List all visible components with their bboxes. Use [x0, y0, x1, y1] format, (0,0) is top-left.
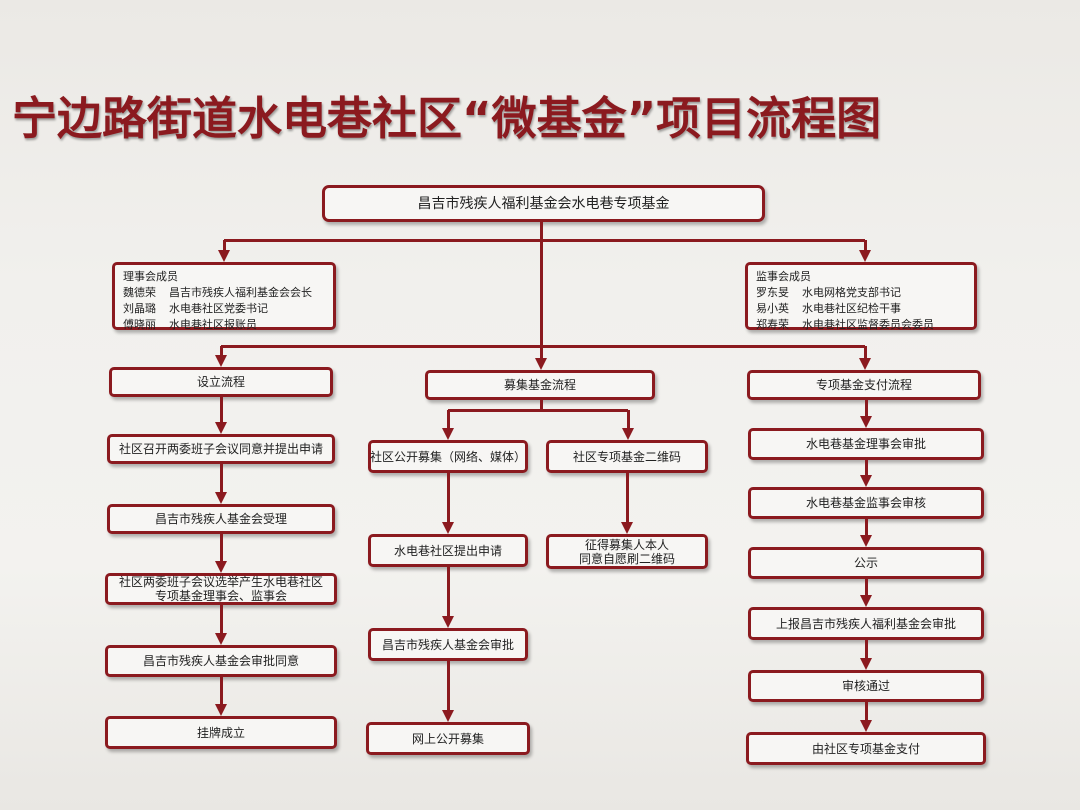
member-row: 傅晓丽水电巷社区报账员 [123, 317, 312, 333]
connector-line [448, 408, 628, 412]
payment-step: 水电巷基金理事会审批 [748, 428, 984, 460]
connector-line [864, 579, 868, 597]
arrow-head [215, 561, 227, 573]
member-role: 水电巷社区报账员 [169, 318, 257, 331]
member-row: 刘晶璐水电巷社区党委书记 [123, 301, 312, 317]
fundraise-header: 募集基金流程 [425, 370, 655, 400]
payment-step: 由社区专项基金支付 [746, 732, 986, 765]
connector-line [219, 464, 223, 494]
connector-line [864, 519, 868, 537]
member-role: 水电巷社区党委书记 [169, 302, 268, 315]
connector-line [219, 677, 223, 706]
setup-step: 社区召开两委班子会议同意并提出申请 [107, 434, 335, 464]
setup-header: 设立流程 [109, 367, 333, 397]
arrow-head [860, 475, 872, 487]
arrow-head [442, 522, 454, 534]
council-members-box: 理事会成员魏德荣昌吉市残疾人福利基金会会长刘晶璐水电巷社区党委书记傅晓丽水电巷社… [112, 262, 336, 333]
member-name: 魏德荣 [123, 286, 156, 299]
member-name: 傅晓丽 [123, 318, 156, 331]
connector-line [864, 702, 868, 722]
arrow-head [860, 535, 872, 547]
arrow-head [860, 416, 872, 428]
member-role: 水电巷社区监督委员会委员 [802, 318, 934, 331]
member-heading: 监事会成员 [756, 270, 811, 283]
connector-line [864, 400, 868, 418]
member-role: 昌吉市残疾人福利基金会会长 [169, 286, 312, 299]
connector-line [224, 238, 865, 242]
arrow-head [535, 358, 547, 370]
member-name: 郑寿荣 [756, 318, 789, 331]
connector-line [539, 240, 543, 346]
connector-line [626, 410, 630, 430]
arrow-head [215, 355, 227, 367]
connector-line [864, 460, 868, 477]
fundraise-left-step: 昌吉市残疾人基金会审批 [368, 628, 528, 661]
page-title: 宁边路街道水电巷社区“微基金”项目流程图 [12, 92, 882, 145]
arrow-head [860, 658, 872, 670]
arrow-head [215, 422, 227, 434]
arrow-head [218, 250, 230, 262]
setup-step: 社区两委班子会议选举产生水电巷社区专项基金理事会、监事会 [105, 573, 337, 605]
arrow-head [215, 704, 227, 716]
arrow-head [621, 522, 633, 534]
connector-line [219, 534, 223, 563]
arrow-head [215, 633, 227, 645]
connector-line [446, 567, 450, 618]
connector-line [864, 640, 868, 660]
arrow-head [859, 358, 871, 370]
connector-line [863, 240, 867, 252]
connector-line [539, 346, 543, 360]
fundraise-left-step: 水电巷社区提出申请 [368, 534, 528, 567]
connector-line [446, 473, 450, 524]
payment-step: 水电巷基金监事会审核 [748, 487, 984, 519]
arrow-head [442, 428, 454, 440]
member-row: 罗东旻水电网格党支部书记 [756, 285, 934, 301]
member-name: 罗东旻 [756, 286, 789, 299]
connector-line [625, 473, 629, 524]
arrow-head [622, 428, 634, 440]
connector-line [539, 222, 543, 240]
connector-line [539, 400, 543, 410]
arrow-head [442, 616, 454, 628]
member-role: 水电网格党支部书记 [802, 286, 901, 299]
member-role: 水电巷社区纪检干事 [802, 302, 901, 315]
setup-step: 昌吉市残疾人基金会受理 [107, 504, 335, 534]
payment-step: 审核通过 [748, 670, 984, 702]
arrow-head [215, 492, 227, 504]
fundraise-left-step: 社区公开募集（网络、媒体） [368, 440, 528, 473]
connector-line [219, 346, 223, 357]
connector-line [446, 661, 450, 712]
connector-line [219, 605, 223, 635]
connector-line [221, 344, 865, 348]
payment-step: 公示 [748, 547, 984, 579]
member-row: 郑寿荣水电巷社区监督委员会委员 [756, 317, 934, 333]
fundraise-left-step: 网上公开募集 [366, 722, 530, 755]
connector-line [863, 346, 867, 360]
connector-line [219, 397, 223, 424]
root-fund-node: 昌吉市残疾人福利基金会水电巷专项基金 [322, 185, 765, 222]
payment-step: 上报昌吉市残疾人福利基金会审批 [748, 607, 984, 640]
member-row: 魏德荣昌吉市残疾人福利基金会会长 [123, 285, 312, 301]
member-row: 易小英水电巷社区纪检干事 [756, 301, 934, 317]
member-heading: 理事会成员 [123, 270, 178, 283]
arrow-head [442, 710, 454, 722]
member-name: 刘晶璐 [123, 302, 156, 315]
fundraise-right-step: 社区专项基金二维码 [546, 440, 708, 473]
connector-line [222, 240, 226, 252]
arrow-head [860, 595, 872, 607]
supervisor-members-box: 监事会成员罗东旻水电网格党支部书记易小英水电巷社区纪检干事郑寿荣水电巷社区监督委… [745, 262, 977, 333]
fundraise-right-step: 征得募集人本人同意自愿刷二维码 [546, 534, 708, 569]
payment-header: 专项基金支付流程 [747, 370, 981, 400]
arrow-head [860, 720, 872, 732]
setup-step: 昌吉市残疾人基金会审批同意 [105, 645, 337, 677]
setup-step: 挂牌成立 [105, 716, 337, 749]
member-name: 易小英 [756, 302, 789, 315]
arrow-head [859, 250, 871, 262]
connector-line [446, 410, 450, 430]
